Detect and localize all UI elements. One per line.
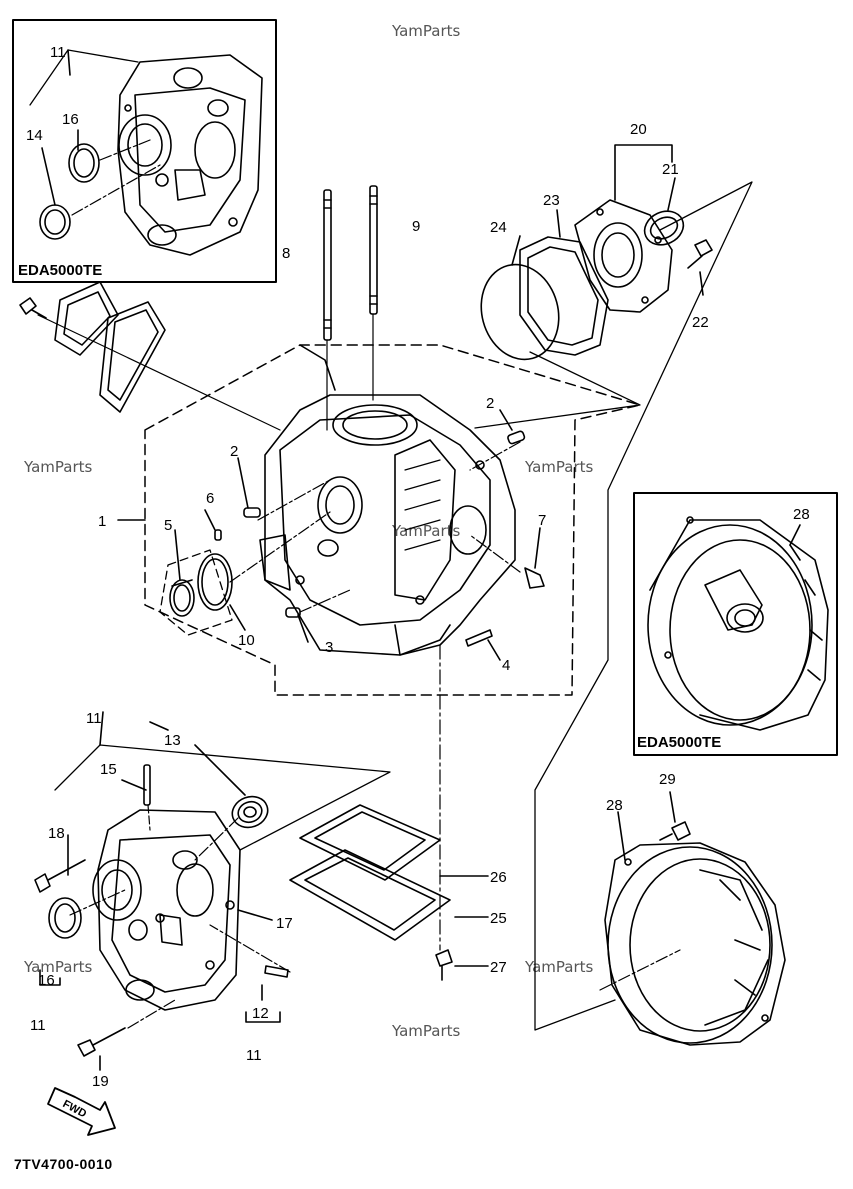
assembly-dash-box [144, 344, 641, 696]
pan-25 [289, 849, 451, 941]
callout-24: 24 [490, 219, 507, 236]
callout-21: 21 [662, 161, 679, 178]
callout-25: 25 [490, 910, 507, 927]
callout-28-bottom: 28 [606, 797, 623, 814]
callout-12: 12 [252, 1005, 269, 1022]
callout-11-inset: 11 [50, 44, 66, 61]
callout-6: 6 [206, 490, 214, 507]
stud-9 [369, 185, 378, 315]
callout-14: 14 [26, 127, 43, 144]
bolt-29 [659, 821, 691, 841]
callout-19: 19 [92, 1073, 109, 1090]
bearing-13 [231, 795, 269, 829]
callout-20: 20 [630, 121, 647, 138]
bearing-housing-20 [574, 199, 673, 313]
dowel-pin-2-left [243, 507, 261, 518]
seal-21 [643, 210, 685, 246]
plug-7 [524, 567, 545, 589]
stud-4 [465, 629, 493, 647]
bolt-18 [34, 859, 86, 893]
diagram-code: 7TV4700-0010 [14, 1156, 113, 1172]
watermark-top: YamParts [392, 22, 461, 40]
callout-11-stud: 11 [246, 1047, 262, 1064]
seal-dash-box [159, 549, 233, 636]
callout-16-bottom: 16 [38, 972, 55, 989]
callout-8: 8 [282, 245, 290, 262]
oring-24 [480, 263, 560, 361]
fwd-arrow-icon [47, 1087, 116, 1136]
watermark-center: YamParts [392, 522, 461, 540]
stud-8 [323, 189, 332, 341]
callout-23: 23 [543, 192, 560, 209]
stud-12 [264, 965, 289, 978]
callout-7: 7 [538, 512, 546, 529]
inset-frame-right [633, 492, 838, 756]
callout-13: 13 [164, 732, 181, 749]
watermark-bottom-right: YamParts [525, 958, 594, 976]
callout-10: 10 [238, 632, 255, 649]
crankcase-main [259, 344, 516, 656]
watermark-left: YamParts [24, 458, 93, 476]
dowel-pin-2-right [507, 430, 526, 445]
callout-2-right: 2 [486, 395, 494, 412]
inset-seal-14 [39, 204, 71, 240]
crankcase-cover-17 [92, 809, 241, 1011]
seal-16-bottom [48, 897, 82, 939]
watermark-bottom-left: YamParts [24, 958, 93, 976]
bolt-22 [687, 239, 713, 269]
bolt-19 [77, 1027, 126, 1057]
callout-11-cover: 11 [86, 710, 102, 727]
bolt-small-top-left [19, 297, 47, 319]
callout-22: 22 [692, 314, 709, 331]
callout-9: 9 [412, 218, 420, 235]
callout-15: 15 [100, 761, 117, 778]
callout-5: 5 [164, 517, 172, 534]
stud-15 [143, 764, 151, 806]
watermark-right: YamParts [525, 458, 594, 476]
oring-10 [197, 553, 233, 611]
callout-29: 29 [659, 771, 676, 788]
callout-2-left: 2 [230, 443, 238, 460]
callout-26: 26 [490, 869, 507, 886]
inset-frame-top-left [12, 19, 277, 283]
bell-housing-28 [604, 842, 786, 1046]
inset-bell-housing [647, 516, 829, 731]
inset-label-top-left: EDA5000TE [18, 262, 103, 279]
inset-crankcase-cover [117, 54, 263, 256]
callout-3: 3 [325, 639, 333, 656]
bolt-27 [435, 949, 453, 981]
callout-27: 27 [490, 959, 507, 976]
seal-5 [169, 579, 195, 617]
callout-numbers: 1 2 2 3 4 5 6 7 8 9 10 11 11 11 11 12 13… [26, 44, 810, 1090]
inset-seal-16 [68, 143, 100, 183]
callout-16-inset: 16 [62, 111, 79, 128]
watermark-bottom: YamParts [392, 1022, 461, 1040]
inset-label-right: EDA5000TE [637, 734, 722, 751]
side-gasket [54, 281, 166, 413]
gasket-23 [519, 236, 609, 356]
callout-11-seal: 11 [30, 1017, 46, 1034]
callout-28-inset: 28 [793, 506, 810, 523]
callout-4: 4 [502, 657, 510, 674]
callout-17: 17 [276, 915, 293, 932]
pin-6 [214, 529, 222, 541]
callout-18: 18 [48, 825, 65, 842]
callout-1: 1 [98, 513, 106, 530]
